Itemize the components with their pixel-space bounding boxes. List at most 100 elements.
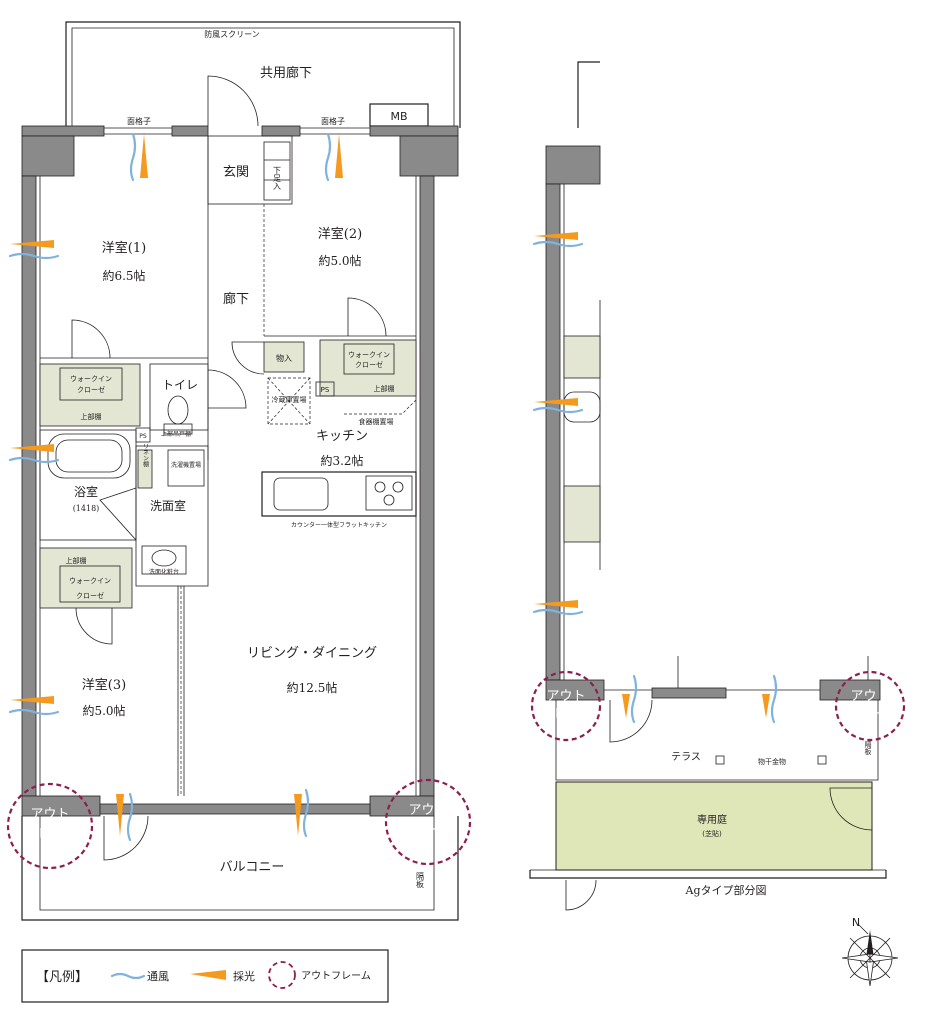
balcony-label: バルコニー bbox=[220, 860, 285, 875]
counter-kitchen-label: カウンター一体型フラットキッチン bbox=[291, 521, 387, 529]
outframe-marker-right-1: アウト フレーム bbox=[530, 670, 602, 742]
wic3-shelf: 上部棚 bbox=[66, 556, 87, 565]
bathroom: 浴室 (1418) bbox=[39, 429, 137, 541]
mb-label: MB bbox=[390, 110, 407, 123]
legend-wind-icon bbox=[110, 972, 146, 980]
bath-door bbox=[99, 487, 137, 541]
wic3-sub: クローゼ bbox=[76, 591, 104, 600]
western1-size: 約6.5帖 bbox=[102, 268, 145, 283]
hallway-door bbox=[231, 341, 265, 375]
ld-size: 約12.5帖 bbox=[287, 680, 338, 695]
lower-gate bbox=[565, 879, 597, 911]
corridor-label: 共用廊下 bbox=[260, 65, 312, 81]
outframe-text-1: アウト bbox=[408, 803, 447, 818]
toilet-door bbox=[207, 369, 247, 409]
outframe-text-2: フレーム bbox=[844, 707, 896, 722]
fridge-space: 冷蔵庫置場 bbox=[267, 377, 311, 425]
wic1-name: ウォークイン bbox=[70, 375, 112, 383]
terrace-label: テラス bbox=[671, 751, 701, 763]
western-room-1: 洋室(1) 約6.5帖 bbox=[40, 136, 209, 460]
pantry-label: 食器棚置場 bbox=[359, 417, 394, 426]
storage-label: 物入 bbox=[276, 353, 292, 363]
hallway-label: 廊下 bbox=[223, 291, 249, 307]
garden-name: 専用庭 bbox=[697, 813, 727, 826]
legend-outframe-icon bbox=[268, 961, 296, 989]
western3-name: 洋室(3) bbox=[82, 677, 126, 693]
windscreen-label: 防風スクリーン bbox=[204, 29, 260, 39]
shoe-cabinet-label: 下足入 bbox=[273, 166, 282, 190]
living-dining: リビング・ダイニング 約12.5帖 bbox=[247, 646, 377, 695]
wic2-name: ウォークイン bbox=[348, 351, 390, 359]
outframe-text-2: フレーム bbox=[540, 707, 592, 722]
kitchen: キッチン 約3.2帖 カウンター一体型フラットキッチン bbox=[261, 429, 417, 529]
western-room-3: 洋室(3) 約5.0帖 bbox=[82, 677, 126, 718]
linen-shelf-label: リネン棚 bbox=[142, 443, 149, 468]
partial-plan-caption: Agタイプ部分図 bbox=[685, 883, 767, 897]
toilet-shelf-label: 上部吊戸棚 bbox=[161, 430, 191, 438]
legend-title: 【凡例】 bbox=[36, 970, 88, 985]
partition-label: 隔板 bbox=[416, 872, 425, 889]
fridge-label: 冷蔵庫置場 bbox=[272, 395, 307, 404]
north-label: N bbox=[852, 916, 860, 929]
western2-name: 洋室(2) bbox=[318, 226, 362, 242]
drying-hardware-label: 物干金物 bbox=[758, 757, 786, 766]
outer-walls bbox=[21, 125, 459, 921]
wic2-sub: クローゼ bbox=[355, 360, 383, 369]
ps-box-1: PS bbox=[135, 427, 151, 443]
outframe-text-1: アウト bbox=[850, 689, 889, 704]
storage: 物入 bbox=[263, 341, 305, 373]
ps-box-2: PS bbox=[315, 381, 335, 397]
western1-door bbox=[71, 319, 111, 359]
western3-size: 約5.0帖 bbox=[82, 703, 125, 718]
washroom-label: 洗面室 bbox=[150, 498, 186, 513]
legend-light-icon bbox=[190, 970, 226, 980]
outframe-marker-bl: アウト フレーム bbox=[6, 782, 94, 870]
airflow-light-markers bbox=[8, 132, 343, 842]
western2-size: 約5.0帖 bbox=[318, 253, 361, 268]
bath-size: (1418) bbox=[73, 504, 100, 513]
outframe-text-1: アウト bbox=[30, 807, 69, 822]
kitchen-name: キッチン bbox=[316, 429, 368, 444]
screen-area: 防風スクリーン bbox=[65, 21, 461, 128]
garden-gate bbox=[829, 787, 873, 831]
compass-rose: N bbox=[841, 916, 899, 987]
wic1-shelf: 上部棚 bbox=[81, 412, 102, 421]
wic3-name: ウォークイン bbox=[69, 577, 111, 585]
wic1-sub: クローゼ bbox=[77, 385, 105, 394]
walk-in-closet-1: ウォークイン クローゼ 上部棚 bbox=[39, 363, 141, 427]
private-garden bbox=[555, 781, 873, 871]
legend: 【凡例】 通風 採光 アウトフレーム bbox=[21, 949, 389, 1003]
lattice-label-left: 面格子 bbox=[127, 116, 151, 126]
lattice-label-right: 面格子 bbox=[321, 116, 345, 126]
window-top-right bbox=[300, 127, 370, 135]
outframe-text-2: フレーム bbox=[24, 827, 76, 842]
entrance-label: 玄関 bbox=[223, 165, 249, 180]
toilet-room: トイレ 上部吊戸棚 bbox=[149, 363, 247, 438]
washer-label: 洗濯機置場 bbox=[171, 461, 201, 469]
outframe-marker-br: アウト フレーム bbox=[384, 778, 472, 866]
ld-name: リビング・ダイニング bbox=[247, 646, 377, 661]
bath-name: 浴室 bbox=[74, 484, 98, 499]
right-airflow-markers bbox=[532, 232, 778, 724]
outframe-marker-right-2: アウト フレーム bbox=[834, 670, 906, 742]
terrace-door bbox=[609, 699, 653, 743]
sliding-partition bbox=[177, 586, 185, 796]
garden-sub: (芝貼) bbox=[702, 829, 722, 838]
toilet-label: トイレ bbox=[162, 378, 198, 392]
walk-in-closet-2: ウォークイン クローゼ 上部棚 bbox=[319, 339, 417, 397]
walk-in-closet-3: 上部棚 ウォークイン クローゼ bbox=[39, 547, 133, 609]
western-room-2: 洋室(2) 約5.0帖 bbox=[263, 204, 416, 337]
right-partition-label: 隔板 bbox=[864, 740, 872, 756]
ps1-label: PS bbox=[139, 433, 147, 440]
ps2-label: PS bbox=[321, 386, 330, 394]
entrance-door bbox=[207, 75, 259, 127]
vanity-label: 洗面化粧台 bbox=[149, 568, 179, 576]
window-top-left bbox=[104, 127, 172, 135]
pantry-space: 食器棚置場 bbox=[344, 399, 417, 426]
washroom: リネン棚 洗濯機置場 洗面室 洗面化粧台 bbox=[135, 443, 209, 587]
western1-name: 洋室(1) bbox=[102, 240, 146, 256]
legend-lighting: 採光 bbox=[233, 969, 255, 983]
outframe-text-2: フレーム bbox=[402, 823, 454, 838]
balcony-door bbox=[103, 815, 149, 861]
